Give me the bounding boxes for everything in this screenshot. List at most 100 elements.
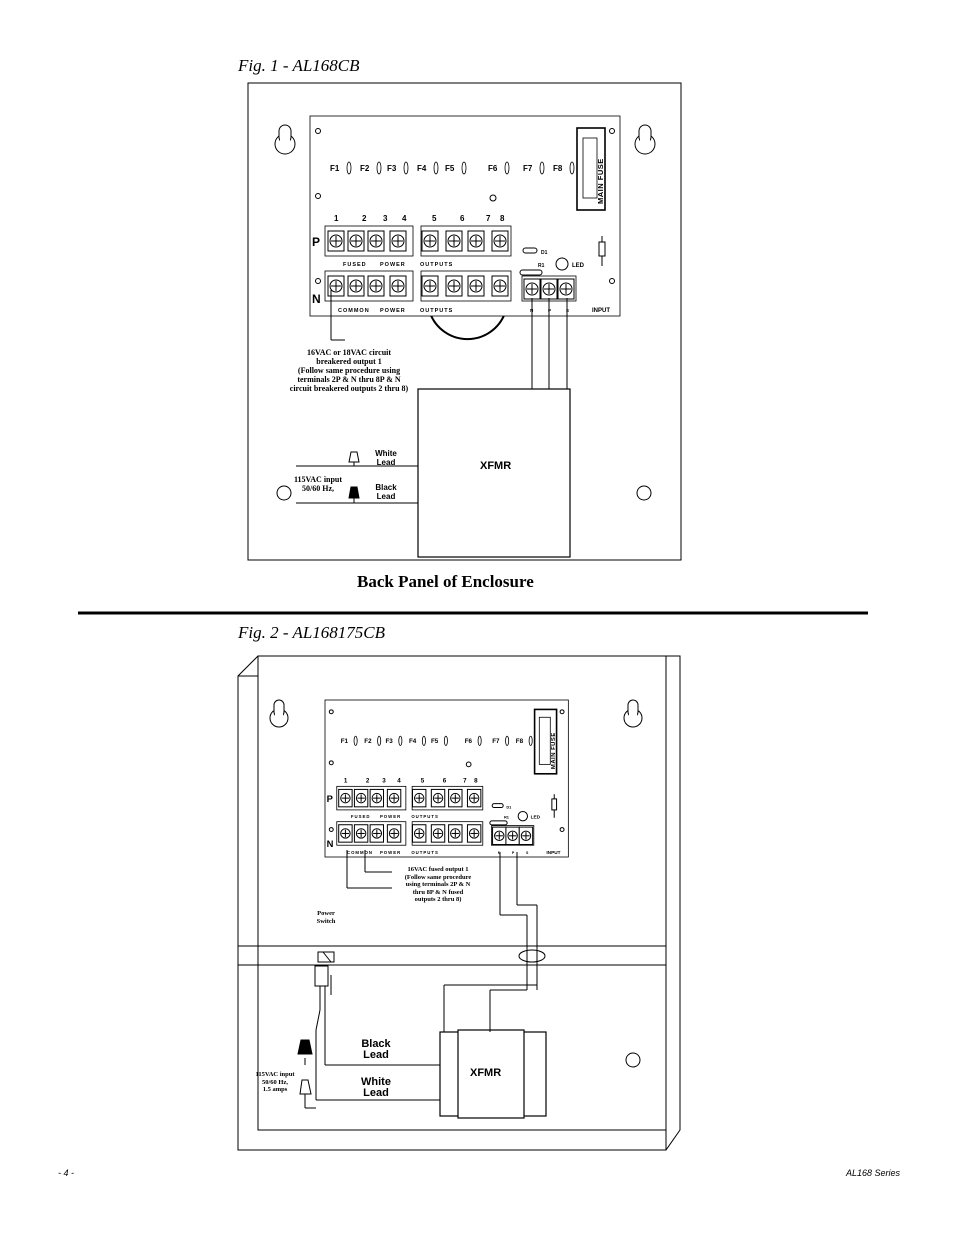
note-line: 16VAC or 18VAC circuit <box>306 348 392 357</box>
output-number-label: 7 <box>463 777 467 784</box>
screw-terminal-icon <box>347 275 365 297</box>
mount-hole-icon <box>625 1052 641 1068</box>
screw-terminal-icon <box>421 230 439 252</box>
output-number-label: 8 <box>500 214 505 223</box>
fuse-icon <box>443 735 448 746</box>
fuse-icon <box>421 735 426 746</box>
power-label: POWER <box>380 814 401 819</box>
lead-label-line: Black <box>361 1038 391 1050</box>
screw-terminal-icon <box>505 826 520 846</box>
lead-label-line: Black <box>375 483 397 492</box>
r1-label: R1 <box>538 263 545 269</box>
screw-terminal-icon <box>353 824 369 843</box>
input-label-line: 115VAC input <box>255 1071 295 1078</box>
screw-terminal-icon <box>367 230 385 252</box>
outputs-label: OUTPUTS <box>411 814 439 819</box>
note-line: 16VAC fused output 1 <box>407 866 469 873</box>
mount-hole-icon <box>609 128 615 134</box>
mount-hole-icon <box>328 760 334 766</box>
output-number-label: 8 <box>474 777 478 784</box>
fuse-label: F2 <box>364 738 372 745</box>
power-label: POWER <box>380 850 401 855</box>
fuse-label: F6 <box>465 738 473 745</box>
screw-terminal-icon <box>430 788 446 808</box>
note-line: breakered output 1 <box>316 357 382 366</box>
screw-terminal-icon <box>466 824 482 843</box>
mount-hole-icon <box>315 128 321 134</box>
mount-hole-icon <box>276 485 292 501</box>
mount-hole-icon <box>636 485 652 501</box>
screw-terminal-icon <box>430 824 446 843</box>
screw-terminal-icon <box>467 275 485 297</box>
fig1-wiring <box>296 290 571 558</box>
input-label: INPUT <box>592 308 610 314</box>
terminal-block <box>420 225 512 257</box>
lead-label-line: White <box>361 1076 391 1088</box>
fuse-label: F5 <box>445 164 455 173</box>
screw-terminal-icon <box>467 230 485 252</box>
screw-terminal-icon <box>386 824 402 843</box>
screw-terminal-icon <box>367 275 385 297</box>
led-label: LED <box>572 263 585 269</box>
power-label: POWER <box>380 262 406 268</box>
screw-terminal-icon <box>448 788 463 808</box>
input-label-line: 115VAC input <box>293 475 343 484</box>
back-panel-caption: Back Panel of Enclosure <box>357 572 534 591</box>
fuse-icon <box>353 735 358 746</box>
terminal-block <box>336 785 407 811</box>
screw-terminal-icon <box>386 788 402 808</box>
output-number-label: 4 <box>402 214 407 223</box>
diode-icon <box>522 247 538 254</box>
lead-label-line: Lead <box>363 1049 389 1061</box>
fused-label: FUSED <box>343 262 367 268</box>
lead-label-line: Lead <box>363 1087 389 1099</box>
fuse-label: F6 <box>488 164 498 173</box>
output-number-label: 1 <box>334 214 339 223</box>
fuse-icon <box>403 161 409 175</box>
output-number-label: 3 <box>382 777 386 784</box>
outputs-label: OUTPUTS <box>420 308 453 314</box>
page-number: - 4 - <box>58 1168 75 1178</box>
diode-icon <box>491 803 504 809</box>
mount-hole-icon <box>609 278 615 284</box>
screw-terminal-icon <box>466 788 482 808</box>
note-line: using terminals 2P & N <box>405 881 471 888</box>
fuse-label: F3 <box>385 738 393 745</box>
fig2-white-lead-label: White Lead <box>354 1077 398 1099</box>
series-label: AL168 Series <box>846 1168 901 1178</box>
fig2-enclosure <box>237 655 681 1151</box>
fig2-power-switch-label: Power Switch <box>308 910 344 925</box>
fig1-black-lead-label: Black Lead <box>370 483 402 501</box>
mount-hole-icon <box>328 827 334 832</box>
p-row-label: P <box>312 235 320 249</box>
note-line: outputs 2 thru 8) <box>414 896 462 903</box>
input-label: INPUT <box>546 850 560 855</box>
terminal-block <box>420 270 512 302</box>
fig2-black-lead-label: Black Lead <box>354 1039 398 1061</box>
fuse-icon <box>504 161 510 175</box>
common-label: COMMON <box>338 308 370 314</box>
mount-hole-icon <box>328 709 334 715</box>
screw-terminal-icon <box>347 230 365 252</box>
note-line: (Follow same procedure using <box>297 366 401 375</box>
fuse-icon <box>539 161 545 175</box>
n-row-label: N <box>327 838 334 849</box>
fuse-icon <box>477 735 482 746</box>
resistor-icon <box>519 269 543 276</box>
terminal-block <box>324 225 414 257</box>
input-terminal-block <box>491 825 535 846</box>
n-row-label: N <box>312 292 321 306</box>
input-terminal-label: P <box>548 308 551 313</box>
fig1-output-note: 16VAC or 18VAC circuit breakered output … <box>280 348 418 393</box>
terminal-block <box>324 270 414 302</box>
keyhole-icon <box>269 699 289 728</box>
fig1-enclosure <box>247 82 682 561</box>
input-terminal-label: P <box>512 851 515 855</box>
resistor-icon <box>551 798 558 811</box>
fuse-label: F1 <box>341 738 349 745</box>
output-number-label: 1 <box>344 777 348 784</box>
terminal-block <box>336 821 407 846</box>
screw-terminal-icon <box>448 824 463 843</box>
